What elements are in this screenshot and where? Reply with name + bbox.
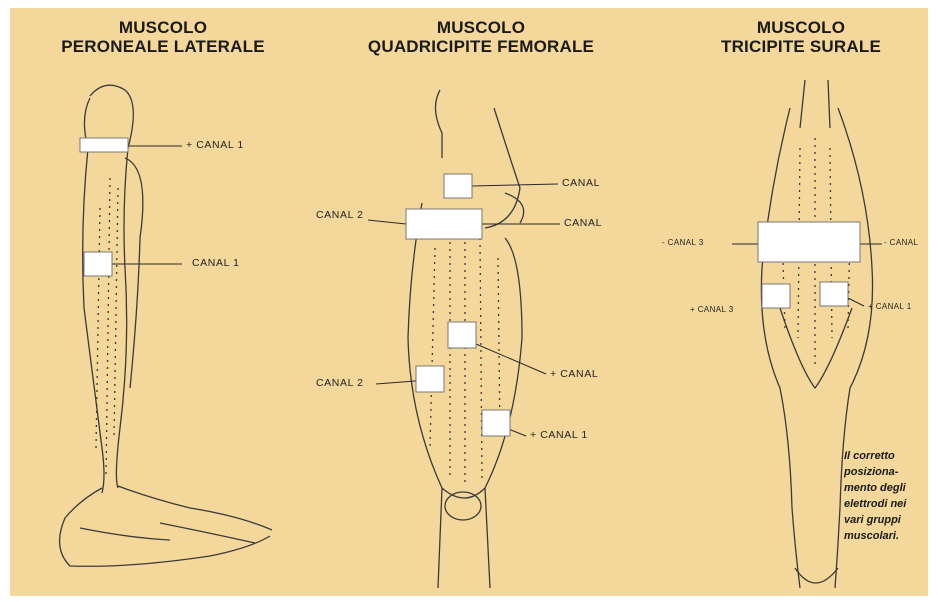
caption-line: Il corretto xyxy=(844,448,928,464)
electrode-pad xyxy=(448,322,476,348)
label-p2-right-3: + CANAL xyxy=(550,368,598,380)
caption-line: posiziona- xyxy=(844,464,928,480)
title-line: MUSCOLO xyxy=(346,18,616,37)
caption-line: mento degli xyxy=(844,480,928,496)
caption-line: muscolari. xyxy=(844,528,928,544)
caption-line: elettrodi nei xyxy=(844,496,928,512)
anatomy-drawings xyxy=(10,8,928,596)
electrode-pad xyxy=(84,252,112,276)
label-p2-right-4: + CANAL 1 xyxy=(530,429,588,441)
electrode-pad xyxy=(406,209,482,239)
leg-lateral-drawing xyxy=(60,85,272,566)
electrode-pad xyxy=(444,174,472,198)
label-p2-right-2: CANAL xyxy=(564,217,602,229)
label-p3-right-small: + CANAL 1 xyxy=(868,302,912,311)
label-p1-top: + CANAL 1 xyxy=(186,139,244,151)
panel-title-quadricipite: MUSCOLO QUADRICIPITE FEMORALE xyxy=(346,18,616,56)
label-p2-left-low: CANAL 2 xyxy=(316,377,364,389)
electrode-pad xyxy=(762,284,790,308)
caption-text: Il corretto posiziona- mento degli elett… xyxy=(844,448,928,544)
electrode-pad xyxy=(80,138,128,152)
label-p3-left-small: + CANAL 3 xyxy=(690,305,734,314)
title-line: MUSCOLO xyxy=(686,18,916,37)
label-p2-right-1: CANAL xyxy=(562,177,600,189)
title-line: PERONEALE LATERALE xyxy=(38,37,288,56)
electrode-pad xyxy=(758,222,860,262)
electrode-pad xyxy=(820,282,848,306)
title-line: QUADRICIPITE FEMORALE xyxy=(346,37,616,56)
label-p1-mid: CANAL 1 xyxy=(192,257,240,269)
panel-title-peroneale: MUSCOLO PERONEALE LATERALE xyxy=(38,18,288,56)
caption-line: vari gruppi xyxy=(844,512,928,528)
electrode-pad xyxy=(482,410,510,436)
label-p3-right: - CANAL xyxy=(884,238,918,247)
illustration-canvas: MUSCOLO PERONEALE LATERALE MUSCOLO QUADR… xyxy=(10,8,928,596)
title-line: MUSCOLO xyxy=(38,18,288,37)
electrode-pads xyxy=(80,138,860,436)
panel-title-tricipite: MUSCOLO TRICIPITE SURALE xyxy=(686,18,916,56)
electrode-pad xyxy=(416,366,444,392)
label-p2-left-top: CANAL 2 xyxy=(316,209,364,221)
title-line: TRICIPITE SURALE xyxy=(686,37,916,56)
label-p3-left: - CANAL 3 xyxy=(662,238,704,247)
